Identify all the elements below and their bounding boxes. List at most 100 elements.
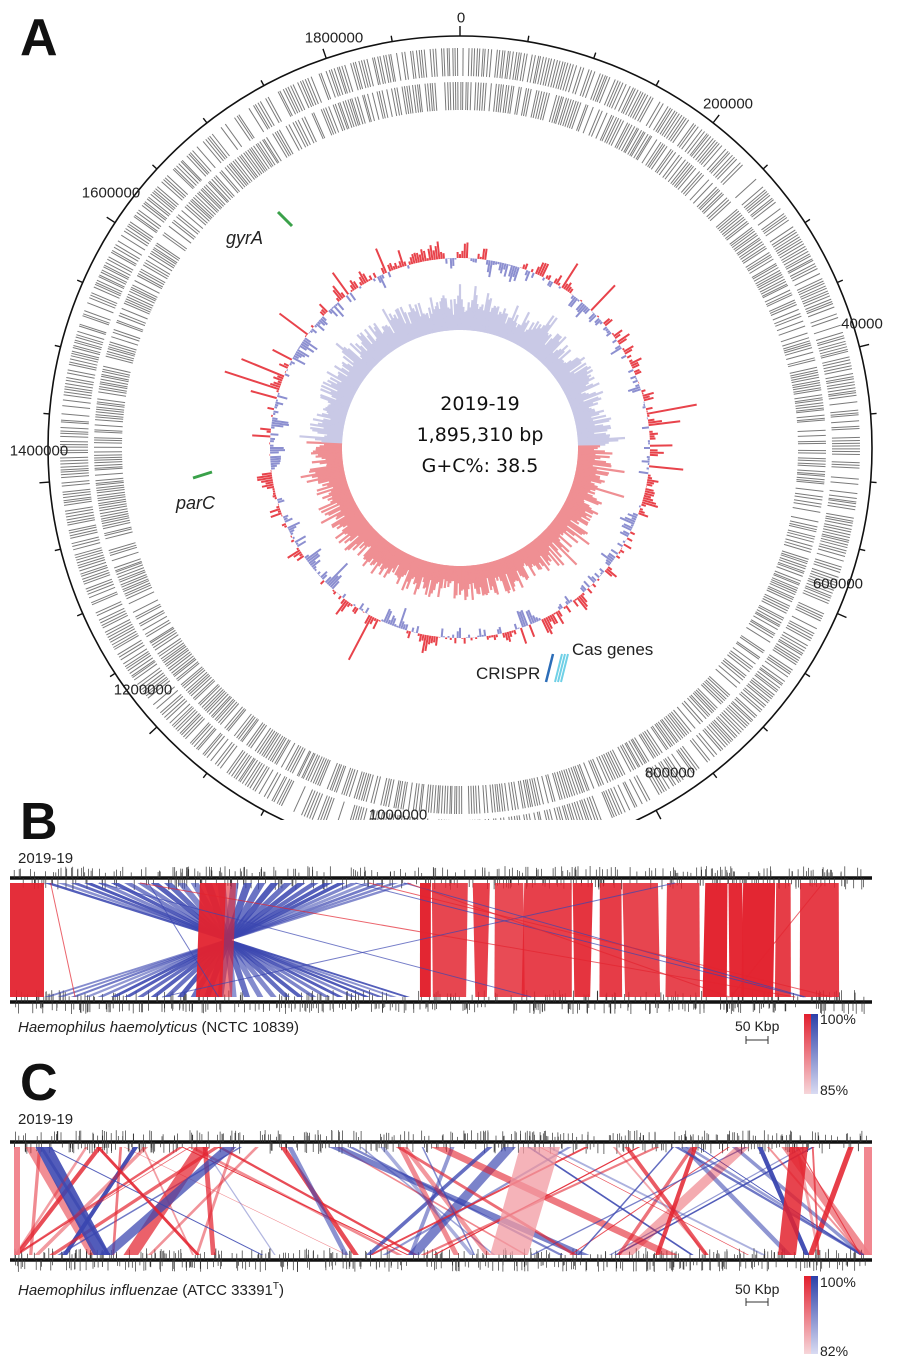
gene-mark xyxy=(185,671,208,692)
gene-mark xyxy=(733,232,757,251)
gene-mark xyxy=(514,86,520,115)
gene-mark xyxy=(152,191,175,211)
gene-mark xyxy=(673,709,692,733)
gene-mark xyxy=(661,718,679,742)
gene-mark xyxy=(446,785,449,814)
gene-mark xyxy=(496,49,501,78)
gene-mark xyxy=(64,500,92,506)
gene-mark xyxy=(144,619,170,635)
gene-mark xyxy=(753,615,778,631)
gene-mark xyxy=(259,730,276,755)
gc-bar xyxy=(337,595,342,600)
gene-mark xyxy=(769,582,796,596)
gene-mark xyxy=(746,193,769,212)
gene-mark xyxy=(734,234,758,252)
gene-mark xyxy=(664,156,683,180)
gene-mark xyxy=(120,644,145,661)
gc-bar xyxy=(274,406,278,409)
gene-mark xyxy=(331,764,343,791)
gene-mark xyxy=(121,576,148,588)
gene-mark xyxy=(97,398,126,404)
gc-bar xyxy=(398,607,407,629)
gene-mark xyxy=(743,189,766,209)
gene-mark xyxy=(702,682,724,703)
gc-bar xyxy=(615,555,621,560)
gene-mark xyxy=(448,48,451,77)
gene-mark xyxy=(802,292,829,305)
gene-mark xyxy=(639,97,654,123)
gene-mark xyxy=(721,216,745,236)
gc-bar xyxy=(503,263,507,270)
gene-mark xyxy=(768,299,796,312)
gene-mark xyxy=(206,691,227,713)
gc-bar xyxy=(642,499,657,505)
gene-mark xyxy=(715,668,738,688)
gc-bar xyxy=(224,370,280,391)
gene-mark xyxy=(826,381,855,387)
gene-mark xyxy=(577,764,588,792)
gene-mark xyxy=(385,812,388,820)
gene-mark xyxy=(796,479,825,483)
gc-bar xyxy=(393,623,397,627)
gene-mark xyxy=(823,362,851,370)
gene-mark xyxy=(736,237,760,255)
gc-bar xyxy=(557,282,561,286)
synteny-block xyxy=(799,883,840,997)
gene-mark xyxy=(728,652,752,670)
gene-mark xyxy=(542,92,550,121)
gene-mark xyxy=(499,84,504,113)
gene-mark xyxy=(610,787,623,815)
gc-bar xyxy=(522,264,526,270)
gc-bar xyxy=(418,633,423,642)
gene-mark xyxy=(435,48,438,77)
gene-mark xyxy=(62,488,91,493)
gc-bar xyxy=(582,306,589,313)
gc-bar xyxy=(287,549,301,559)
gc-bar xyxy=(270,455,281,459)
gene-mark xyxy=(778,240,803,257)
gene-mark xyxy=(790,369,818,377)
gene-mark xyxy=(132,284,158,298)
gene-mark xyxy=(275,740,291,765)
gene-mark xyxy=(780,554,808,565)
gene-mark xyxy=(333,68,344,96)
gene-mark xyxy=(209,135,228,159)
gene-mark xyxy=(814,558,842,568)
gene-mark xyxy=(95,480,124,484)
gene-mark xyxy=(198,191,220,212)
gene-mark xyxy=(830,409,859,414)
gene-mark xyxy=(126,296,153,309)
gc-bar xyxy=(638,505,641,508)
gene-mark xyxy=(239,155,257,179)
gene-mark xyxy=(391,88,398,117)
gc-bar xyxy=(314,568,317,572)
gc-bar xyxy=(594,317,600,324)
gc-bar xyxy=(614,344,621,350)
gene-mark xyxy=(447,82,450,111)
gene-mark xyxy=(255,143,273,168)
gene-mark xyxy=(278,779,293,806)
gene-mark xyxy=(670,711,690,734)
gc-bar xyxy=(511,630,514,633)
gene-mark xyxy=(82,572,110,583)
gene-mark xyxy=(129,290,155,304)
gc-bar xyxy=(328,575,339,587)
gene-mark xyxy=(107,258,133,273)
gene-mark xyxy=(197,728,217,751)
gene-mark xyxy=(452,82,455,111)
gene-mark xyxy=(798,601,825,615)
gene-mark xyxy=(101,375,129,383)
gene-mark xyxy=(588,109,600,136)
gene-mark xyxy=(357,806,363,820)
gene-mark xyxy=(717,715,738,737)
gene-mark xyxy=(795,404,824,410)
gene-mark xyxy=(472,785,475,814)
gene-mark xyxy=(576,801,584,820)
gene-mark xyxy=(117,639,142,656)
synteny-block xyxy=(796,1147,862,1255)
gene-mark xyxy=(236,715,255,739)
gene-mark xyxy=(689,739,708,763)
gene-mark xyxy=(474,82,477,111)
gene-mark xyxy=(60,468,89,471)
